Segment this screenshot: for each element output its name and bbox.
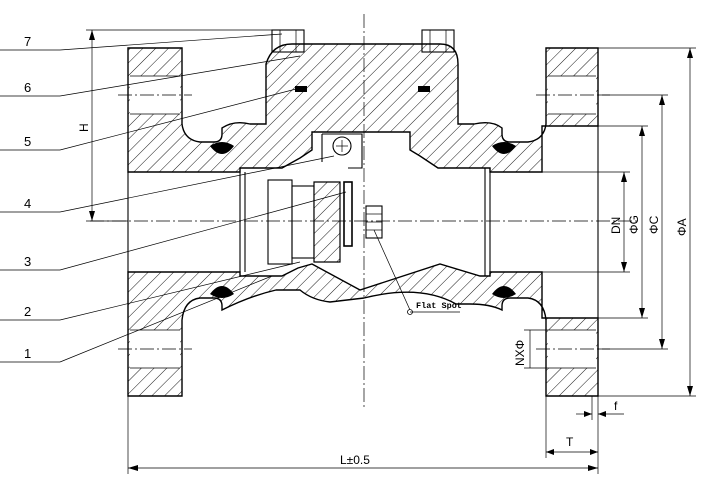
- dimension-dn-label: DN: [609, 217, 623, 234]
- flange-bolt-holes: [118, 75, 610, 369]
- weld-beads: [210, 142, 516, 298]
- valve-body: [127, 43, 599, 397]
- part-number-5: 5: [24, 134, 31, 149]
- part-number-3: 3: [24, 254, 31, 269]
- part-number-4: 4: [24, 196, 31, 211]
- diameter-dimensions: DN ΦG ΦC ΦA: [490, 47, 696, 397]
- dimension-t: T: [545, 396, 598, 458]
- dimension-t-label: T: [566, 435, 574, 449]
- check-disc: [267, 133, 383, 265]
- part-number-1: 1: [24, 346, 31, 361]
- dimension-h: H: [77, 29, 272, 222]
- gasket-seal: [295, 86, 430, 92]
- dimension-bolt-holes-label: NXΦ: [513, 340, 527, 366]
- dimension-f: f: [576, 396, 624, 420]
- part-number-6: 6: [24, 80, 31, 95]
- part-number-2: 2: [24, 304, 31, 319]
- flat-spot-callout: Flat Spot: [373, 229, 462, 315]
- flat-spot-label: Flat Spot: [416, 301, 462, 311]
- part-number-7: 7: [24, 34, 31, 49]
- flow-bore: [127, 126, 599, 318]
- dimension-l-label: L±0.5: [340, 453, 370, 467]
- dimension-f-label: f: [614, 399, 618, 413]
- cover-bolts: [271, 29, 455, 53]
- dimension-bolt-holes: NXΦ: [513, 329, 548, 369]
- part-callouts: 7 6 5 4 3 2 1: [0, 33, 347, 363]
- dimension-a-label: ΦA: [675, 218, 689, 236]
- dimension-g-label: ΦG: [627, 215, 641, 234]
- dimension-l: L±0.5: [127, 396, 599, 474]
- dimension-c-label: ΦC: [647, 215, 661, 234]
- dimension-h-label: H: [77, 123, 91, 132]
